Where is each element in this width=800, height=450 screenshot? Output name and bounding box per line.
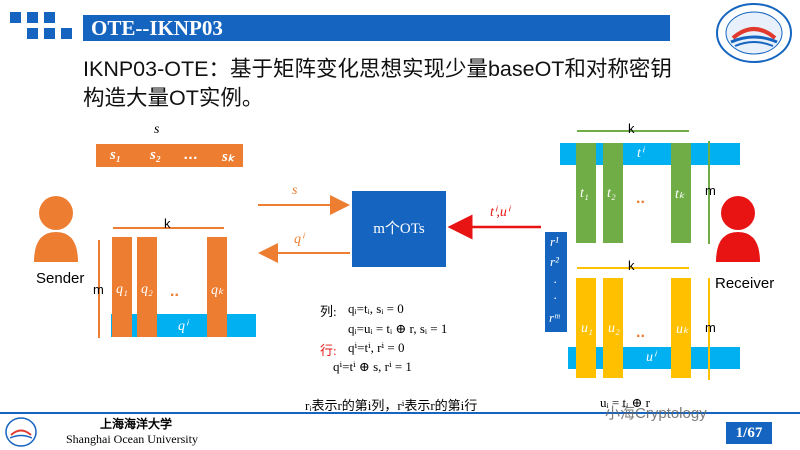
r-vector-r2: r² (550, 254, 559, 269)
slide-title: OTE--IKNP03 (83, 15, 670, 41)
receiver-t2-label: t₂ (607, 186, 616, 201)
sender-dots-label: .. (170, 283, 179, 300)
receiver-col-u1 (576, 278, 596, 378)
receiver-ti-label: tⁱ (637, 146, 644, 161)
receiver-ui-label: uⁱ (646, 350, 656, 365)
receiver-u1-label: u₁ (581, 321, 593, 336)
formula-row-label: 行: (320, 343, 337, 358)
header-square-3 (44, 12, 55, 23)
r-vector-bar (545, 232, 567, 332)
heading-line-1: IKNP03-OTE：基于矩阵变化思想实现少量baseOT和对称密钥 (83, 57, 672, 81)
arrow-s-label: s (292, 183, 298, 198)
header-square-2 (27, 12, 38, 23)
ot-box: m个OTs (352, 191, 446, 267)
s-vector-s2: s₂ (150, 147, 162, 163)
formula-col-eq1: qᵢ=tᵢ, sᵢ = 0 (348, 301, 404, 316)
r-vector-rm: rᵐ (549, 310, 560, 325)
formula-row-eq1: qⁱ=tⁱ, rⁱ = 0 (348, 340, 405, 355)
receiver-person-icon (716, 196, 760, 262)
receiver-col-t1 (576, 143, 596, 243)
sender-m-label: m (93, 282, 104, 297)
r-vector-r1: r¹ (550, 234, 559, 249)
university-logo (716, 3, 792, 63)
receiver-u2-label: u₂ (608, 321, 620, 336)
bottom-right-equation: uᵢ = tᵢ ⊕ r (600, 395, 650, 410)
s-vector-dots: … (183, 146, 198, 163)
sender-col-qk (207, 237, 227, 337)
header-square-6 (61, 28, 72, 39)
page-number: 1/67 (726, 422, 772, 444)
footer-divider (0, 412, 800, 414)
receiver-col-tk (671, 143, 691, 243)
receiver-tk-label: tₖ (675, 187, 685, 202)
footer-school-en: Shanghai Ocean University (66, 432, 198, 446)
sender-label: Sender (36, 270, 85, 287)
receiver-uk-label: uₖ (676, 322, 689, 337)
footer-logo (5, 417, 37, 447)
receiver-top-dots: .. (636, 190, 645, 207)
header-square-4 (27, 28, 38, 39)
r-vector-dot1: · (553, 274, 558, 289)
wechat-watermark: 小海Cryptology (605, 405, 707, 422)
receiver-col-t2 (603, 143, 623, 243)
receiver-bottom-dots: .. (636, 324, 645, 341)
footer-school-cn: 上海海洋大学 (100, 417, 173, 431)
heading-line-2: 构造大量OT实例。 (83, 86, 264, 110)
s-vector-bar (96, 144, 243, 167)
receiver-col-uk (671, 278, 691, 378)
sender-qi-label: qⁱ (178, 319, 188, 334)
sender-k-label: k (164, 216, 171, 231)
sender-col-q2 (137, 237, 157, 337)
receiver-bottom-m-label: m (705, 320, 716, 335)
s-vector-s1: s₁ (110, 147, 122, 163)
header-square-5 (44, 28, 55, 39)
formula-row-eq2: qⁱ=tⁱ ⊕ s, rⁱ = 1 (333, 359, 412, 374)
formula-col-label: 列: (320, 304, 337, 319)
arrow-ti-ui-label: tⁱ,uⁱ (490, 205, 510, 220)
bottom-note: rᵢ表示r的第i列，rⁱ表示r的第i行 (305, 398, 478, 413)
sender-q1-label: q₁ (116, 282, 128, 297)
header-square-1 (10, 12, 21, 23)
receiver-bottom-k-label: k (628, 258, 635, 273)
receiver-t1-label: t₁ (580, 186, 589, 201)
slide-heading: IKNP03-OTE：基于矩阵变化思想实现少量baseOT和对称密钥 构造大量O… (83, 55, 733, 113)
receiver-top-k-label: k (628, 121, 635, 136)
sender-qk-label: qₖ (211, 283, 224, 298)
receiver-label: Receiver (715, 275, 775, 292)
receiver-col-u2 (603, 278, 623, 378)
sender-q2-label: q₂ (141, 282, 153, 297)
s-top-label: s (154, 122, 160, 137)
sender-col-q1 (112, 237, 132, 337)
arrow-qi-label: qⁱ (294, 232, 304, 247)
formula-col-eq2: qᵢ=uᵢ = tᵢ ⊕ r, sᵢ = 1 (348, 321, 448, 336)
s-vector-sk: sₖ (222, 149, 235, 165)
r-vector-dot2: · (553, 290, 558, 305)
sender-person-icon (34, 196, 78, 262)
receiver-top-m-label: m (705, 183, 716, 198)
